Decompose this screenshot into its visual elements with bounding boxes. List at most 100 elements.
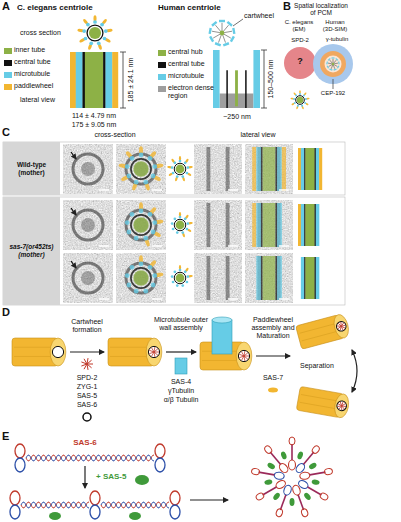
microtubule (301, 105, 303, 107)
ring-spoke (310, 472, 326, 475)
inner-tube (133, 217, 148, 232)
part-name: cartwheel (244, 12, 274, 20)
microtubule (187, 222, 190, 225)
microtubule (143, 236, 148, 241)
cartwheel-spoke (239, 356, 244, 358)
ring-spoke (298, 495, 303, 510)
em-band (206, 203, 210, 247)
arrow (190, 499, 228, 500)
step-label: Cartwheel formation (62, 318, 112, 334)
microtubule-icon (175, 358, 187, 374)
microtubule-triplet (215, 42, 221, 46)
protein-name: CEP-192 (321, 90, 345, 97)
protein-name: SPD-2 (77, 374, 98, 382)
cylinder-lumen (52, 346, 63, 357)
ring-head (274, 471, 285, 480)
stripe (275, 256, 277, 300)
em-ring (73, 154, 103, 184)
dimension: 150–500 nm (267, 60, 275, 99)
paddlewheel (171, 158, 176, 163)
stripe (76, 52, 83, 108)
protein-name: + SAS-5 (96, 472, 126, 481)
microtubule (303, 94, 305, 96)
scale-bar (228, 189, 238, 191)
central-hub (235, 70, 238, 106)
central-tube (131, 159, 151, 179)
sas5-protein (296, 451, 303, 460)
dimension-tick (120, 52, 126, 53)
legend-text: microtubule (168, 72, 204, 80)
micrograph (194, 200, 242, 250)
spoke (334, 63, 338, 65)
microtubule (304, 102, 306, 104)
protein-name: γ-tubulin (326, 36, 349, 43)
dimension: ~250 nm (223, 113, 250, 121)
microtubule-triplet (332, 57, 335, 58)
cylinder-end (236, 342, 252, 370)
microtubule (148, 212, 153, 217)
scale-bar (152, 245, 162, 247)
centriole-cylinder (12, 338, 66, 366)
paddlewheel (184, 267, 189, 272)
dimension: 175 ± 9.05 nm (72, 121, 117, 129)
sas6-head (170, 505, 180, 519)
microtubule (125, 220, 130, 225)
micrograph (116, 200, 166, 250)
pcm-region (284, 47, 316, 79)
sas5-protein (303, 492, 312, 501)
microtubule (181, 284, 184, 287)
cylinder-lumen (238, 350, 249, 361)
central-tube (174, 219, 186, 231)
stripe (316, 204, 320, 246)
central-tube (174, 163, 186, 175)
stripe (305, 204, 314, 246)
inner-tube (297, 97, 304, 104)
spoke (212, 31, 220, 32)
coiled-coil (101, 502, 169, 508)
spoke (215, 25, 220, 31)
legend-text: inner tube (14, 46, 45, 54)
coiled-coil (21, 502, 89, 508)
microtubule (179, 160, 182, 163)
cross-section-schematic (125, 202, 164, 247)
microtubule (184, 271, 187, 274)
sas5-protein (311, 479, 320, 485)
spoke (219, 35, 222, 43)
microtubule (148, 156, 153, 161)
cartwheel-spoke (338, 323, 341, 327)
protein-name: SAS-6 (77, 401, 97, 409)
stripe (252, 203, 256, 247)
legend-text: central tube (14, 58, 51, 66)
ring-head (275, 479, 287, 490)
microtubule (181, 175, 184, 178)
column-heading: C. elegans (EM) (283, 19, 315, 33)
cartwheel-spoke (244, 353, 248, 356)
stripe (256, 203, 261, 247)
microtubule (143, 180, 148, 185)
microtubule (134, 180, 139, 185)
dimension-line (123, 52, 124, 108)
protein-name: SAS-7 (263, 374, 283, 382)
paddlewheel (301, 105, 304, 109)
view-label: cross section (20, 29, 61, 37)
microtubule (151, 230, 156, 235)
microtubule (172, 281, 175, 284)
microtubule (143, 289, 148, 294)
ring-spoke (304, 452, 314, 464)
microtubule (173, 162, 176, 165)
microtubule-triplet (335, 58, 338, 61)
ring-spoke (280, 495, 285, 510)
em-band (226, 147, 230, 191)
legend-swatch (4, 60, 12, 66)
cartwheel-schematic (208, 20, 235, 47)
legend-swatch (158, 62, 166, 68)
cartwheel-spoke (151, 348, 154, 352)
stripe (85, 52, 103, 108)
microtubule (172, 228, 175, 231)
lateral-schematic (252, 147, 286, 191)
gamma-tubulin-region (313, 44, 353, 84)
microtubule (171, 166, 174, 169)
microtubule (125, 273, 130, 278)
arrow (70, 351, 104, 352)
scale-bar (279, 245, 289, 247)
